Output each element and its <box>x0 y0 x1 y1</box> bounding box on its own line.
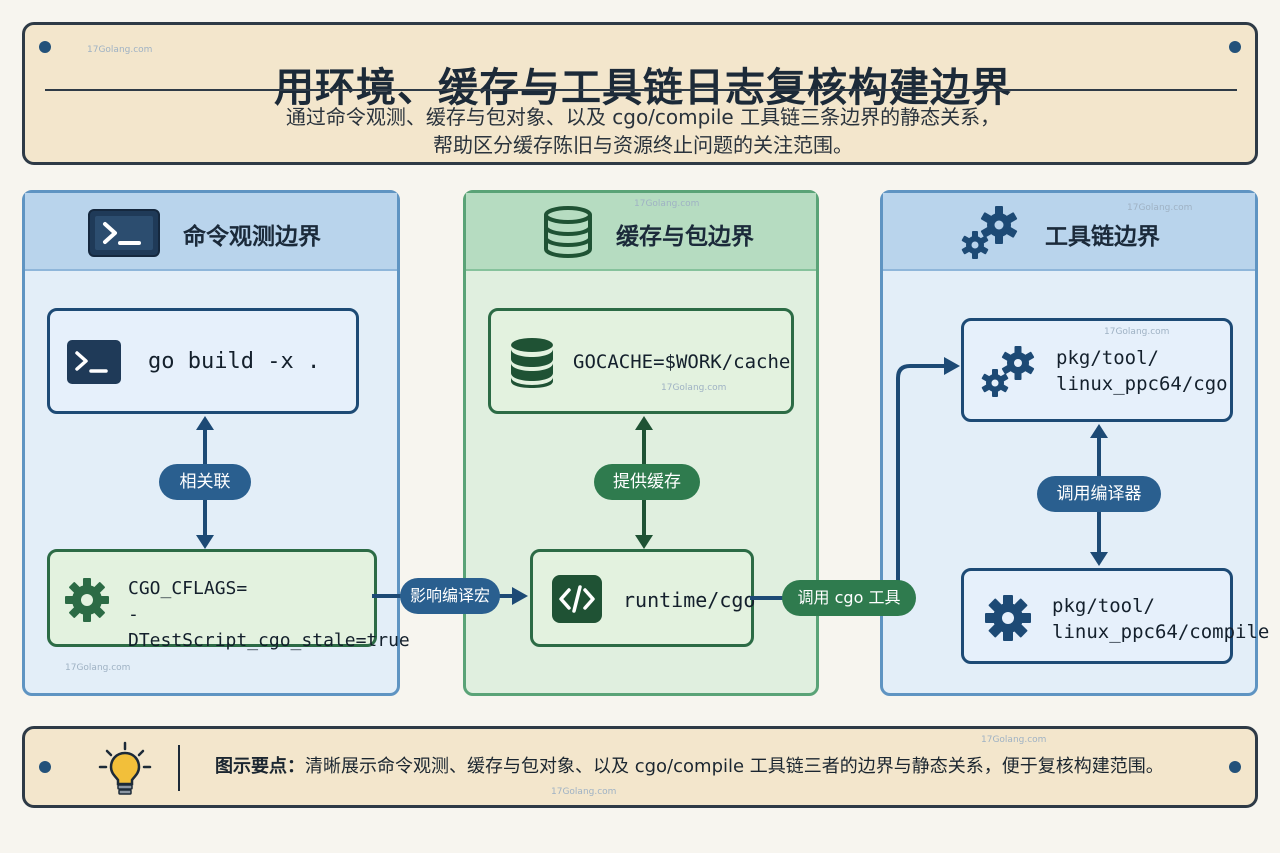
node-tool-cgo-label: pkg/tool/ linux_ppc64/cgo <box>1056 345 1228 397</box>
link-label-call-cgo-tool: 调用 cgo 工具 <box>782 580 916 616</box>
note-dot-right <box>1229 761 1241 773</box>
subtitle-line-2: 帮助区分缓存陈旧与资源终止问题的关注范围。 <box>433 133 853 157</box>
watermark: 17Golang.com <box>1104 327 1170 337</box>
gears-icon <box>959 205 1023 261</box>
node-cgo-cflags-line-2: -DTestScript_cgo_stale=true <box>128 604 410 651</box>
gears-icon <box>980 345 1040 399</box>
panel-toolchain-title: 工具链边界 <box>1045 224 1160 250</box>
node-tool-cgo-line-1: pkg/tool/ <box>1056 347 1159 369</box>
database-icon <box>509 337 555 389</box>
node-tool-compile[interactable]: pkg/tool/ linux_ppc64/compile <box>961 568 1269 664</box>
panel-cache-header: 缓存与包边界 <box>466 193 816 271</box>
note-text: 图示要点：清晰展示命令观测、缓存与包对象、以及 cgo/compile 工具链三… <box>215 729 1164 805</box>
node-go-build[interactable]: go build -x . <box>47 308 359 414</box>
gear-icon <box>64 577 110 623</box>
watermark: 17Golang.com <box>981 735 1047 745</box>
panel-cache-boundary: 缓存与包边界 17Golang.com GOCACHE=$WORK/cache … <box>463 190 819 696</box>
note-divider <box>178 745 180 791</box>
watermark: 17Golang.com <box>87 45 153 55</box>
note-dot-left <box>39 761 51 773</box>
watermark: 17Golang.com <box>65 663 131 673</box>
link-label-provide-cache: 提供缓存 <box>594 464 700 500</box>
terminal-icon <box>87 208 161 258</box>
panel-command-title: 命令观测边界 <box>183 224 321 250</box>
code-icon <box>551 574 603 624</box>
note-label: 图示要点： <box>215 756 305 777</box>
lightbulb-icon <box>97 741 153 797</box>
panel-command-boundary: 命令观测边界 go build -x . 相关联 <box>22 190 410 696</box>
key-points-note: 图示要点：清晰展示命令观测、缓存与包对象、以及 cgo/compile 工具链三… <box>22 726 1258 808</box>
node-cgo-cflags-label: CGO_CFLAGS= -DTestScript_cgo_stale=true <box>128 576 410 654</box>
node-tool-compile-line-1: pkg/tool/ <box>1052 595 1155 617</box>
node-cgo-cflags[interactable]: CGO_CFLAGS= -DTestScript_cgo_stale=true <box>47 549 410 651</box>
node-runtime-cgo-label: runtime/cgo <box>623 588 756 612</box>
header-divider <box>45 89 1237 91</box>
watermark: 17Golang.com <box>551 787 617 797</box>
node-tool-compile-line-2: linux_ppc64/compile <box>1052 621 1270 643</box>
panel-cache-title: 缓存与包边界 <box>616 224 754 250</box>
arrow-cache-to-toolchain <box>750 357 960 600</box>
header-banner: 17Golang.com 用环境、缓存与工具链日志复核构建边界 通过命令观测、缓… <box>22 22 1258 165</box>
panel-command-header: 命令观测边界 <box>25 193 397 271</box>
node-cgo-cflags-line-1: CGO_CFLAGS= <box>128 578 248 599</box>
node-tool-compile-label: pkg/tool/ linux_ppc64/compile <box>1052 593 1269 645</box>
header-dot-right <box>1229 41 1241 53</box>
node-tool-cgo-line-2: linux_ppc64/cgo <box>1056 373 1228 395</box>
terminal-icon <box>66 339 122 385</box>
watermark: 17Golang.com <box>661 383 727 393</box>
link-label-call-compiler: 调用编译器 <box>1037 476 1161 512</box>
node-go-build-label: go build -x . <box>148 349 321 374</box>
gear-icon <box>984 594 1032 642</box>
link-label-affect-macro: 影响编译宏 <box>400 578 500 614</box>
panel-toolchain-boundary: 工具链边界 17Golang.com <box>880 190 1269 696</box>
node-runtime-cgo[interactable]: runtime/cgo <box>530 549 756 647</box>
page-title: 用环境、缓存与工具链日志复核构建边界 <box>274 64 1012 111</box>
panel-toolchain-header: 工具链边界 <box>883 193 1255 271</box>
subtitle-line-1: 通过命令观测、缓存与包对象、以及 cgo/compile 工具链三条边界的静态关… <box>285 105 1001 129</box>
node-gocache-label: GOCACHE=$WORK/cache <box>573 351 791 373</box>
page-subtitle: 通过命令观测、缓存与包对象、以及 cgo/compile 工具链三条边界的静态关… <box>25 103 1261 159</box>
watermark: 17Golang.com <box>1127 203 1193 213</box>
link-label-related: 相关联 <box>159 464 251 500</box>
header-dot-left <box>39 41 51 53</box>
watermark: 17Golang.com <box>634 199 700 209</box>
note-body: 清晰展示命令观测、缓存与包对象、以及 cgo/compile 工具链三者的边界与… <box>305 756 1164 777</box>
node-tool-cgo[interactable]: pkg/tool/ linux_ppc64/cgo 17Golang.com <box>961 318 1233 422</box>
node-gocache[interactable]: GOCACHE=$WORK/cache 17Golang.com <box>488 308 794 414</box>
database-icon <box>540 205 596 259</box>
